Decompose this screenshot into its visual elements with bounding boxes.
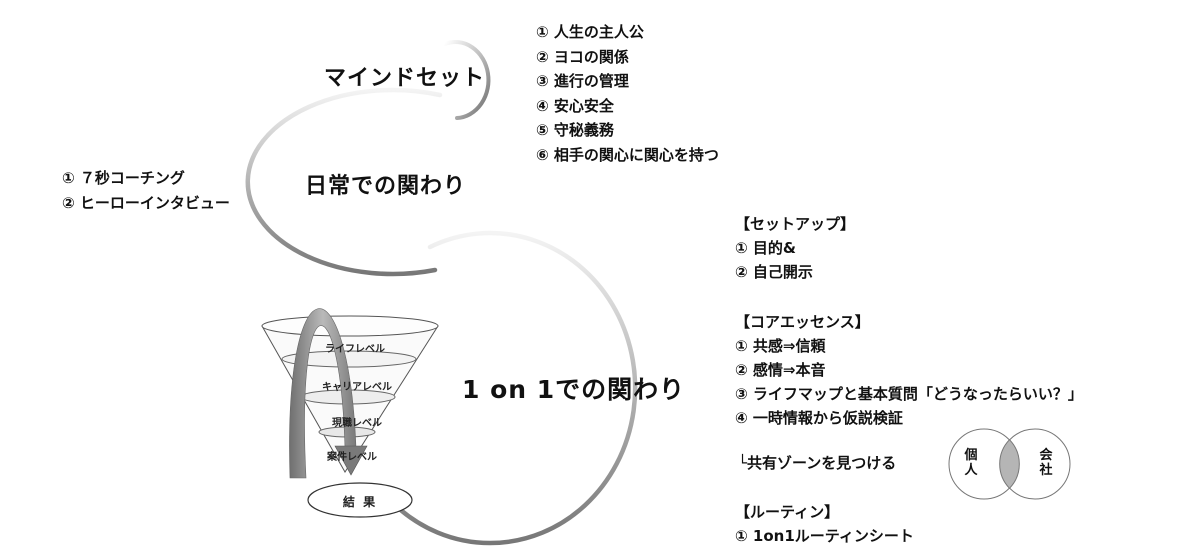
result-ellipse bbox=[307, 482, 413, 518]
list-item: ① 共感⇒信頼 bbox=[735, 337, 826, 355]
routine-section: 【ルーティン】 ① 1on1ルーティンシート bbox=[735, 500, 914, 548]
venn-right-label: 会 社 bbox=[1039, 448, 1053, 478]
list-item: ⑥ 相手の関心に関心を持つ bbox=[536, 145, 719, 164]
list-item: ① 目的& bbox=[735, 239, 797, 257]
curved-arrow-head bbox=[334, 445, 368, 476]
list-item: ② 自己開示 bbox=[735, 263, 813, 281]
funnel-ring-1 bbox=[261, 315, 439, 337]
list-item: ⑤ 守秘義務 bbox=[536, 121, 614, 139]
core-heading: 【コアエッセンス】 bbox=[735, 313, 870, 331]
mindset-title: マインドセット bbox=[324, 66, 486, 91]
venn-overlap bbox=[999, 438, 1020, 490]
list-item: ② ヨコの関係 bbox=[536, 47, 629, 66]
funnel-level-career: キャリアレベル bbox=[322, 382, 392, 393]
list-item: ③ ライフマップと基本質問「どうなったらいい？」 bbox=[735, 385, 1083, 403]
daily-title: 日常での関わり bbox=[305, 174, 467, 199]
list-item: ① ７秒コーチング bbox=[62, 169, 185, 187]
funnel-ring-2 bbox=[281, 350, 417, 368]
mindset-list: ① 人生の主人公 ② ヨコの関係 ③ 進行の管理 ④ 安心安全 ⑤ 守秘義務 ⑥… bbox=[536, 20, 719, 167]
funnel-level-project: 案件レベル bbox=[327, 452, 377, 463]
setup-heading: 【セットアップ】 bbox=[735, 215, 856, 233]
list-item: ④ 安心安全 bbox=[536, 96, 614, 115]
funnel-level-life: ライフレベル bbox=[325, 344, 385, 355]
list-item: ② 感情⇒本音 bbox=[735, 361, 826, 379]
list-item: ③ 進行の管理 bbox=[536, 72, 629, 90]
daily-circle-arc bbox=[245, 87, 443, 277]
list-item: ① 1on1ルーティンシート bbox=[735, 527, 914, 545]
one-on-one-circle-arc bbox=[392, 230, 638, 546]
setup-section: 【セットアップ】 ① 目的& ② 自己開示 bbox=[735, 212, 855, 284]
list-item: ④ 一時情報から仮説検証 bbox=[735, 409, 903, 427]
venn-diagram bbox=[948, 428, 1071, 500]
one-on-one-title: 1 on 1での関わり bbox=[462, 375, 686, 404]
list-item: ② ヒーローインタビュー bbox=[62, 193, 230, 212]
result-label: 結 果 bbox=[342, 495, 378, 509]
shared-zone-text: └共有ゾーンを見つける bbox=[738, 454, 897, 472]
venn-left-label: 個 人 bbox=[964, 448, 978, 478]
funnel-level-current-job: 現職レベル bbox=[332, 418, 382, 429]
core-section: 【コアエッセンス】 ① 共感⇒信頼 ② 感情⇒本音 ③ ライフマップと基本質問「… bbox=[735, 310, 1083, 430]
daily-list: ① ７秒コーチング ② ヒーローインタビュー bbox=[62, 166, 230, 215]
list-item: ① 人生の主人公 bbox=[536, 23, 644, 41]
routine-heading: 【ルーティン】 bbox=[735, 503, 840, 521]
mindset-circle-arc bbox=[443, 40, 491, 120]
